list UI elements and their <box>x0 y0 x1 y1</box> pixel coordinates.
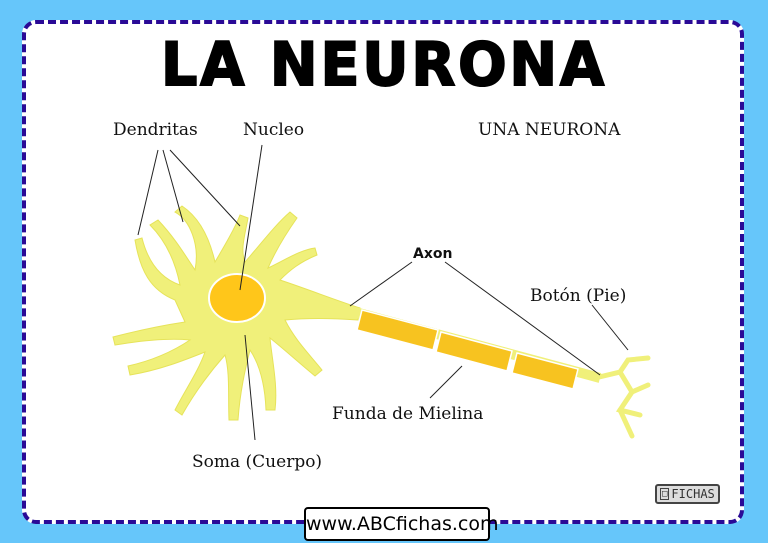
label-funda-mielina: Funda de Mielina <box>332 404 484 424</box>
abcfichas-logo: □ FICHAS <box>655 484 720 504</box>
axon-terminal <box>592 355 651 439</box>
label-nucleo: Nucleo <box>243 120 305 140</box>
label-boton: Botón (Pie) <box>530 286 627 306</box>
page-title: LA NEURONA <box>160 29 607 101</box>
label-soma: Soma (Cuerpo) <box>192 452 323 472</box>
axon <box>353 307 602 390</box>
card-frame <box>22 20 744 524</box>
website-url[interactable]: www.ABCfichas.com <box>304 507 499 541</box>
label-axon: Axon <box>413 246 453 262</box>
logo-text: FICHAS <box>671 487 715 501</box>
nucleus <box>208 273 266 323</box>
label-dendritas: Dendritas <box>113 120 198 140</box>
pointer-lines <box>137 144 629 441</box>
diagram-subtitle: UNA NEURONA <box>478 120 621 140</box>
dice-icon: □ <box>660 488 670 500</box>
